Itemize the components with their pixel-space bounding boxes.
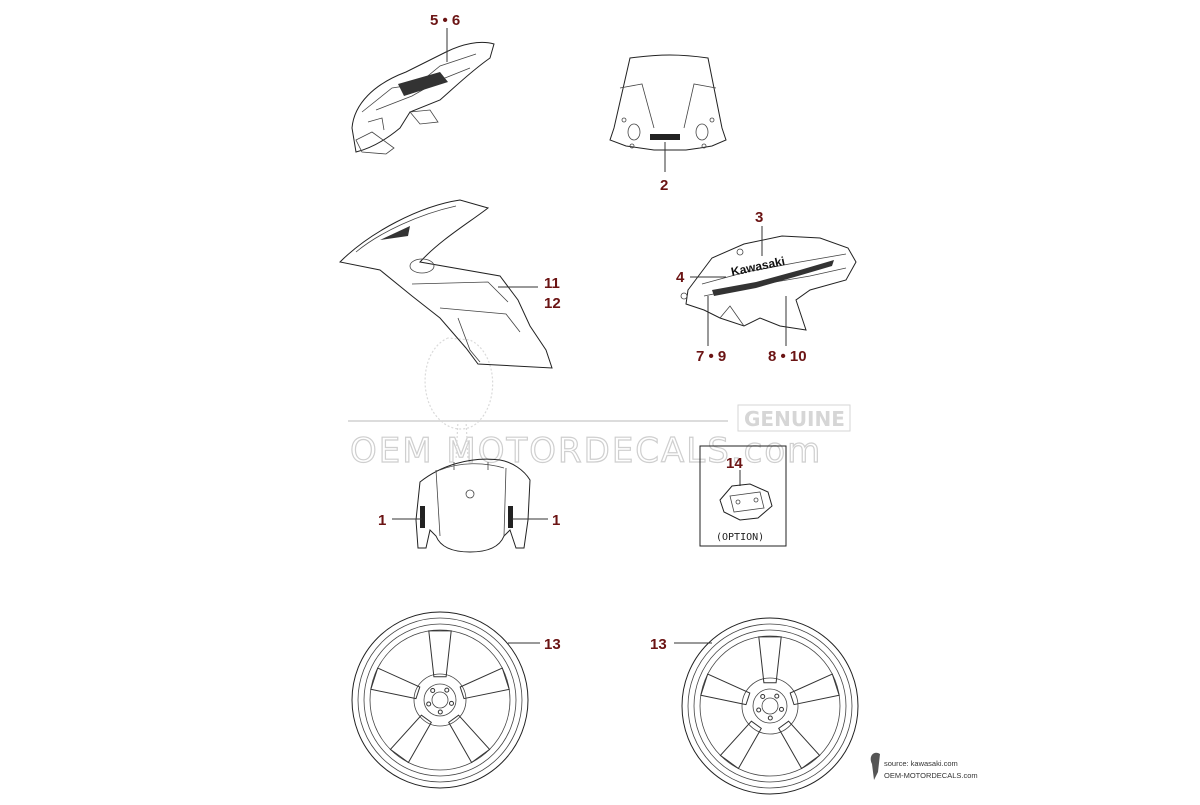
hub-bolt xyxy=(426,701,432,707)
wheel-right xyxy=(681,617,859,795)
source-line-1: source: kawasaki.com xyxy=(884,759,958,768)
hub-bolt xyxy=(430,688,436,693)
hub-bolt xyxy=(444,687,450,693)
callout-11: 11 xyxy=(544,275,560,292)
callout-7-9: 7 • 9 xyxy=(696,348,726,365)
callout-5-6: 5 • 6 xyxy=(430,12,460,29)
callout-2: 2 xyxy=(660,177,668,194)
callout-13-right: 13 xyxy=(650,636,667,653)
callout-1-right: 1 xyxy=(552,512,560,529)
wheel-spoke xyxy=(389,714,432,764)
callout-12: 12 xyxy=(544,295,561,312)
hub-bolt xyxy=(774,693,780,699)
decal-brand-text: Kawasaki xyxy=(730,254,786,279)
upper-cowl-part xyxy=(351,41,495,155)
front-fender-part xyxy=(415,458,531,553)
option-box: 14 (OPTION) xyxy=(699,445,787,547)
source-credit: source: kawasaki.com OEM-MOTORDECALS.com xyxy=(870,752,978,780)
source-line-2: OEM-MOTORDECALS.com xyxy=(884,771,978,780)
watermark: GENUINE OEM MOTORDECALS.com xyxy=(348,337,851,472)
wheel-spoke xyxy=(448,714,491,764)
callout-4: 4 xyxy=(676,269,685,286)
side-fairing-part xyxy=(338,199,553,369)
wheel-spoke xyxy=(719,720,762,770)
option-label: (OPTION) xyxy=(716,532,764,543)
wheel-spoke xyxy=(459,667,510,700)
callout-3: 3 xyxy=(755,209,763,226)
callout-1-left: 1 xyxy=(378,512,386,529)
watermark-genuine: GENUINE xyxy=(744,407,845,431)
wheel-spoke xyxy=(370,667,421,700)
wheel-spoke xyxy=(758,636,782,684)
hub-bolt xyxy=(760,694,766,699)
callout-13-left: 13 xyxy=(544,636,561,653)
windscreen-part xyxy=(609,54,727,151)
hub-bolt xyxy=(756,707,762,713)
side-cover-part: Kawasaki xyxy=(680,235,857,331)
hub-bolt xyxy=(779,706,784,712)
wheel-spoke xyxy=(778,720,821,770)
wheel-left xyxy=(351,611,529,789)
wheel-spoke xyxy=(789,673,840,706)
hub-bolt xyxy=(449,700,454,706)
callout-8-10: 8 • 10 xyxy=(768,348,807,365)
hub-bolt xyxy=(437,709,443,715)
wheel-spoke xyxy=(700,673,751,706)
wheel-spoke xyxy=(428,630,452,678)
hub-bolt xyxy=(767,715,773,721)
callout-14: 14 xyxy=(726,455,743,472)
watermark-site: OEM MOTORDECALS.com xyxy=(350,431,822,471)
